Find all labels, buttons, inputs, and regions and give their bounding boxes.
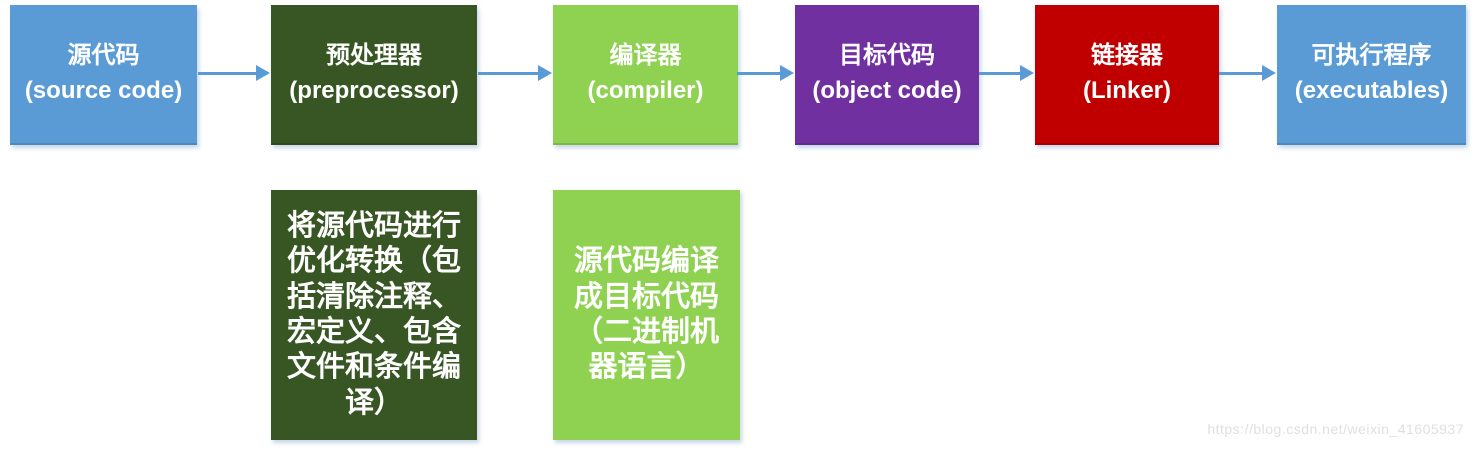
flow-node-preprocessor: 预处理器 (preprocessor) xyxy=(271,5,477,145)
arrow-line xyxy=(478,71,540,75)
flow-node-compiler-label: 编译器 (compiler) xyxy=(587,42,704,104)
note-preprocessor-description: 将源代码进行 优化转换（包 括清除注释、 宏定义、包含 文件和条件编 译） xyxy=(271,190,477,440)
arrow-preprocessor-to-compiler xyxy=(478,65,552,81)
flow-node-compiler: 编译器 (compiler) xyxy=(553,5,738,145)
flow-node-executables: 可执行程序 (executables) xyxy=(1277,5,1466,145)
arrow-object-code-to-linker xyxy=(979,65,1034,81)
arrow-head-icon xyxy=(1020,65,1034,81)
arrow-line xyxy=(737,71,782,75)
note-compiler-text: 源代码编译 成目标代码 （二进制机 器语言） xyxy=(573,245,719,384)
note-compiler-description: 源代码编译 成目标代码 （二进制机 器语言） xyxy=(553,190,740,440)
flow-node-source-code: 源代码 (source code) xyxy=(10,5,197,145)
flow-node-source-code-label: 源代码 (source code) xyxy=(24,42,183,104)
arrow-line xyxy=(1219,71,1264,75)
arrow-head-icon xyxy=(1262,65,1276,81)
arrow-linker-to-executables xyxy=(1219,65,1276,81)
csdn-watermark: https://blog.csdn.net/weixin_41605937 xyxy=(1207,421,1464,437)
arrow-line xyxy=(979,71,1022,75)
arrow-head-icon xyxy=(780,65,794,81)
arrow-compiler-to-object-code xyxy=(737,65,794,81)
arrow-head-icon xyxy=(538,65,552,81)
flow-node-executables-label: 可执行程序 (executables) xyxy=(1294,42,1449,104)
arrow-head-icon xyxy=(256,65,270,81)
arrow-line xyxy=(198,71,258,75)
arrow-source-to-preprocessor xyxy=(198,65,270,81)
flow-node-preprocessor-label: 预处理器 (preprocessor) xyxy=(289,42,459,104)
flow-node-linker-label: 链接器 (Linker) xyxy=(1082,42,1171,104)
note-preprocessor-text: 将源代码进行 优化转换（包 括清除注释、 宏定义、包含 文件和条件编 译） xyxy=(286,209,461,419)
flow-node-object-code-label: 目标代码 (object code) xyxy=(812,42,962,104)
flow-node-object-code: 目标代码 (object code) xyxy=(795,5,979,145)
flow-node-linker: 链接器 (Linker) xyxy=(1035,5,1219,145)
